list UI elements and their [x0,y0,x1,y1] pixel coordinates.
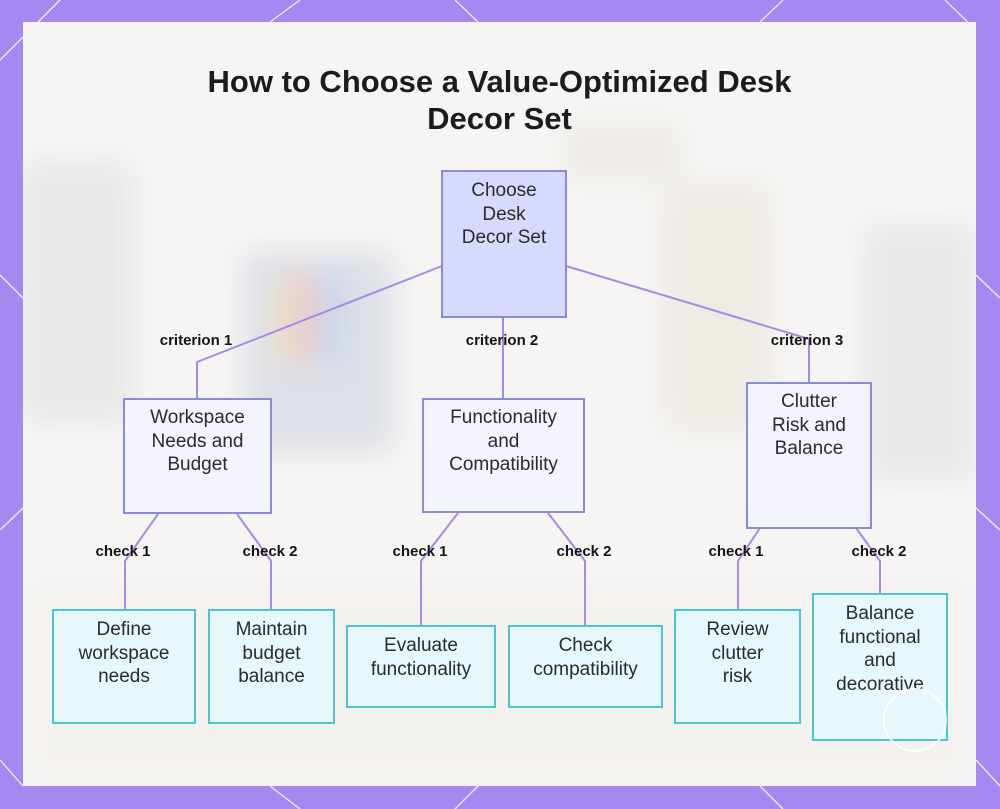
edge-check-3a [738,528,760,610]
node-text-line: Balance [836,602,924,626]
edge-label-check: check 1 [95,543,150,560]
node-text-line: Decor Set [462,226,546,250]
node-text-line: Budget [150,453,245,477]
edge-label-criterion-1: criterion 1 [160,332,233,349]
node-text-line: Define [79,618,170,642]
edge-check-2b [548,513,585,626]
node-text-line: balance [236,665,308,689]
check-node-define-workspace: Define workspace needs [52,609,196,724]
node-text-line: Check [533,634,638,658]
check-node-budget-balance: Maintain budget balance [208,609,335,724]
node-text-line: workspace [79,642,170,666]
edge-criterion-3 [566,266,809,383]
edge-label-check: check 1 [392,543,447,560]
node-text-line: functionality [371,658,471,682]
edge-criterion-1 [197,266,442,399]
criterion-node-clutter: Clutter Risk and Balance [746,382,872,529]
edge-label-criterion-2: criterion 2 [466,332,539,349]
node-text-line: and [836,649,924,673]
node-text-line: Compatibility [449,453,558,477]
node-text-line: Maintain [236,618,308,642]
root-node: Choose Desk Decor Set [441,170,567,318]
node-text-line: Review [706,618,768,642]
node-text-line: and [449,430,558,454]
check-node-clutter-risk: Review clutter risk [674,609,801,724]
check-node-compatibility: Check compatibility [508,625,663,708]
node-text-line: Balance [772,437,846,461]
criterion-node-functionality: Functionality and Compatibility [422,398,585,513]
node-text-line: risk [706,665,768,689]
check-node-evaluate-functionality: Evaluate functionality [346,625,496,708]
node-text-line: functional [836,626,924,650]
edge-label-check: check 2 [851,543,906,560]
edge-check-1a [125,514,158,610]
edge-check-3b [856,528,880,594]
node-text-line: clutter [706,642,768,666]
edge-check-1b [237,514,271,610]
node-text-line: Desk [462,203,546,227]
node-text-line: Choose [462,179,546,203]
edge-label-check: check 1 [708,543,763,560]
node-text-line: Risk and [772,414,846,438]
criterion-node-workspace: Workspace Needs and Budget [123,398,272,514]
node-text-line: Workspace [150,406,245,430]
node-text-line: Functionality [449,406,558,430]
node-text-line: Clutter [772,390,846,414]
edge-label-criterion-3: criterion 3 [771,332,844,349]
node-text-line: compatibility [533,658,638,682]
edge-check-2a [421,513,458,626]
node-text-line: needs [79,665,170,689]
node-text-line: budget [236,642,308,666]
node-text-line: Evaluate [371,634,471,658]
watermark-logo-icon [883,688,947,752]
edge-label-check: check 2 [556,543,611,560]
node-text-line: Needs and [150,430,245,454]
edge-label-check: check 2 [242,543,297,560]
